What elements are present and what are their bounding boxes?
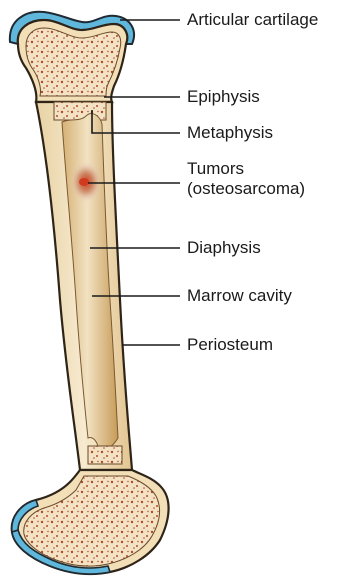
upper-spongy-bone (26, 28, 121, 96)
label-metaphysis: Metaphysis (187, 123, 273, 143)
label-tumors: Tumors (osteosarcoma) (187, 159, 305, 199)
label-diaphysis: Diaphysis (187, 238, 261, 258)
lower-growth-plate-box (88, 446, 122, 464)
label-articular-cartilage: Articular cartilage (187, 10, 318, 30)
label-periosteum: Periosteum (187, 335, 273, 355)
tumor-core (79, 178, 89, 186)
label-epiphysis: Epiphysis (187, 87, 260, 107)
label-tumors-line1: Tumors (187, 159, 305, 179)
label-tumors-line2: (osteosarcoma) (187, 179, 305, 199)
label-marrow-cavity: Marrow cavity (187, 286, 292, 306)
